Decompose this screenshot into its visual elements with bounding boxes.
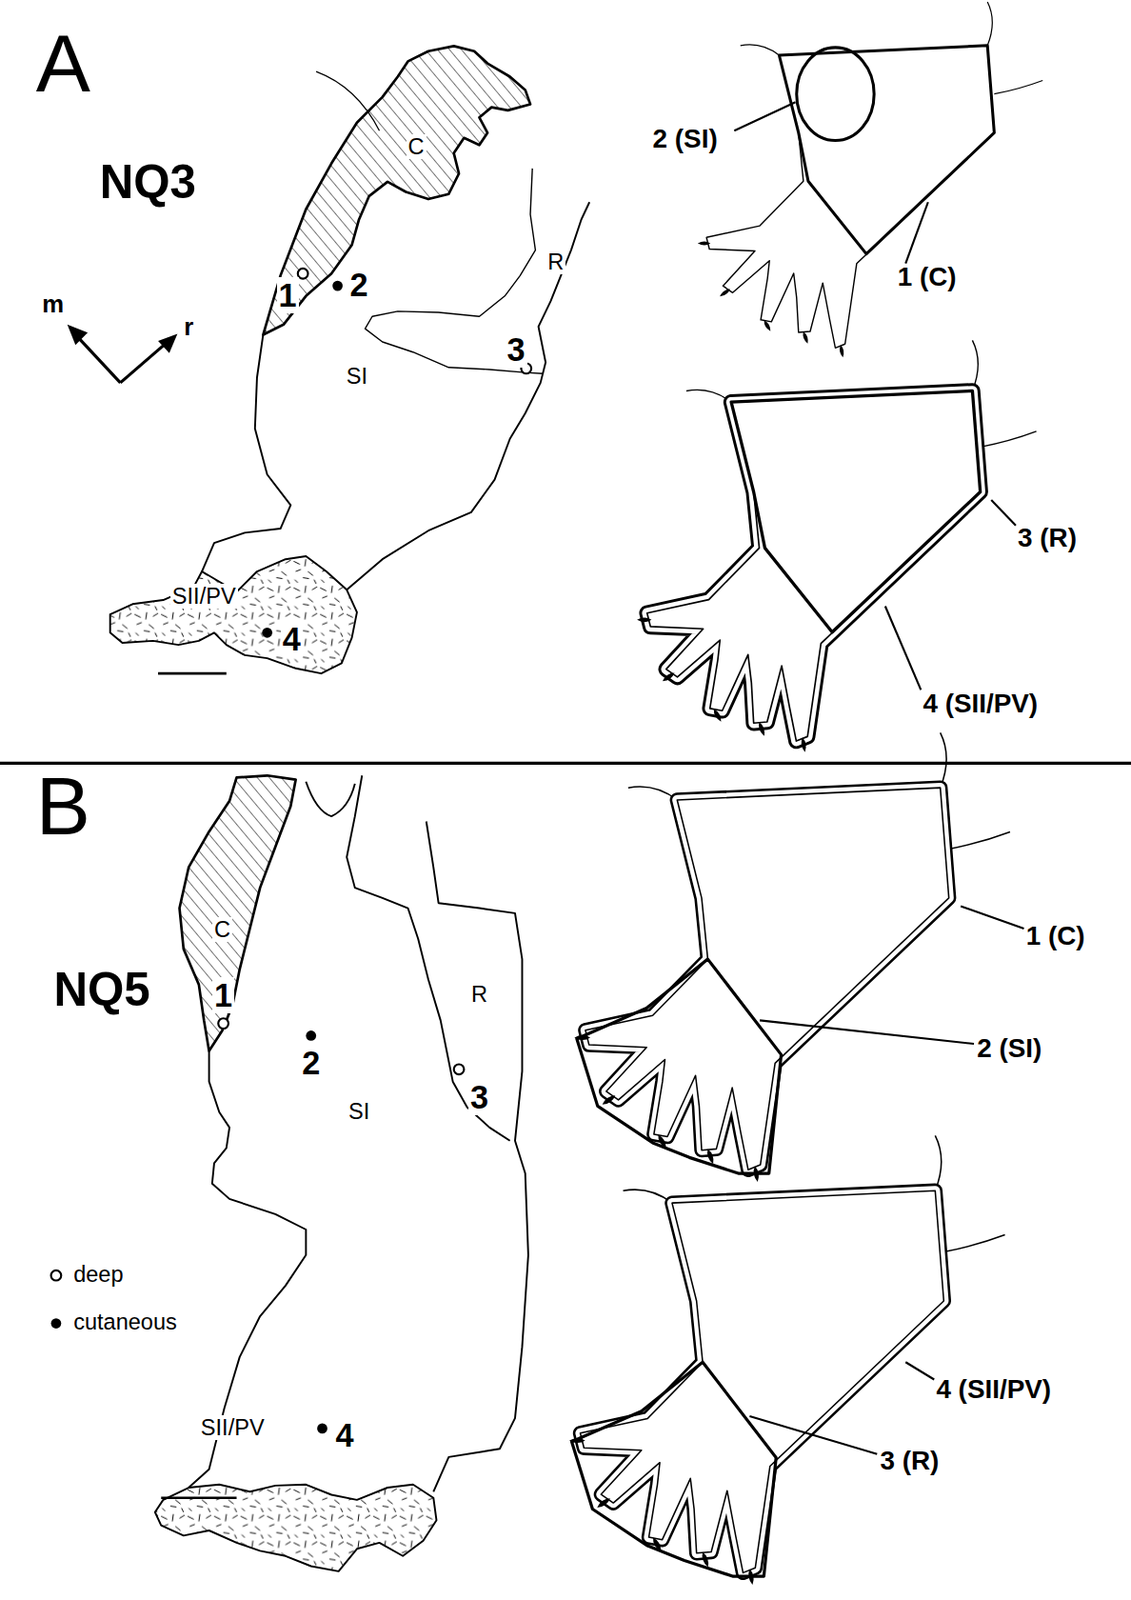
label-holder: m [41,290,64,318]
callout-number: 3 [468,1078,491,1115]
label-holder: 3 (R) [879,1446,939,1476]
legend-item: deep [73,1262,123,1288]
panel-letter: B [36,759,91,852]
field-label: 2 (SI) [976,1032,1042,1063]
label-holder: B [36,760,91,851]
region-name: SII/PV [170,583,239,609]
label-holder: 1 (C) [1026,921,1086,952]
region-name: SI [346,1098,372,1124]
label-holder: 3 (R) [1017,523,1077,554]
label-holder: 2 (SI) [976,1033,1042,1064]
label-holder: NQ5 [53,963,150,1015]
region-label: C [212,917,233,943]
region-name: SII/PV [198,1414,267,1440]
field-label: 4 (SII/PV) [922,688,1038,718]
field-label: 3 (R) [879,1445,939,1475]
label-holder: 4 [280,621,303,658]
region-label: SII/PV [198,1415,267,1441]
callout-number: 1 [277,277,299,314]
region-label: C [406,135,427,160]
region-label: R [545,250,566,276]
region-name: C [406,134,427,159]
label-holder: A [36,18,91,108]
axis-label: m [41,290,64,318]
legend-text: deep [73,1261,123,1287]
label-holder: 1 [212,977,235,1014]
callout-number: 3 [505,331,528,368]
label-holder: 2 [348,267,371,304]
panel-letter: A [36,17,91,109]
label-holder: 4 (SII/PV) [922,689,1038,719]
region-name: C [212,916,233,942]
callout-number: 4 [280,620,303,657]
region-label: SI [346,1099,372,1125]
animal-id: NQ3 [99,155,197,208]
legend-text: cutaneous [73,1309,178,1334]
region-name: SI [344,363,370,389]
callout-number: 2 [348,266,371,303]
label-holder: 4 (SII/PV) [935,1374,1052,1405]
label-holder: 1 [277,277,299,315]
field-label: 3 (R) [1017,522,1077,553]
callout-number: 2 [299,1044,322,1081]
axis-label: r [183,313,194,340]
region-label: R [469,982,490,1008]
legend-item: cutaneous [73,1309,178,1335]
label-holder: 3 [468,1079,491,1116]
label-holder: 4 [334,1417,357,1454]
region-label: SI [344,364,370,390]
callout-number: 1 [212,976,235,1013]
animal-id: NQ5 [53,962,150,1015]
region-label: SII/PV [170,584,239,610]
field-label: 4 (SII/PV) [935,1373,1052,1404]
label-holder: NQ3 [99,156,197,208]
label-holder: 1 (C) [897,262,957,293]
label-holder: 2 (SI) [653,124,718,155]
callout-number: 4 [334,1416,357,1453]
field-label: 1 (C) [1026,920,1086,951]
label-holder: 2 [299,1045,322,1082]
field-label: 1 (C) [897,261,957,292]
label-holder: r [183,313,194,340]
region-name: R [545,249,566,275]
label-holder: 3 [505,332,528,369]
field-label: 2 (SI) [653,123,718,154]
region-name: R [469,981,490,1007]
